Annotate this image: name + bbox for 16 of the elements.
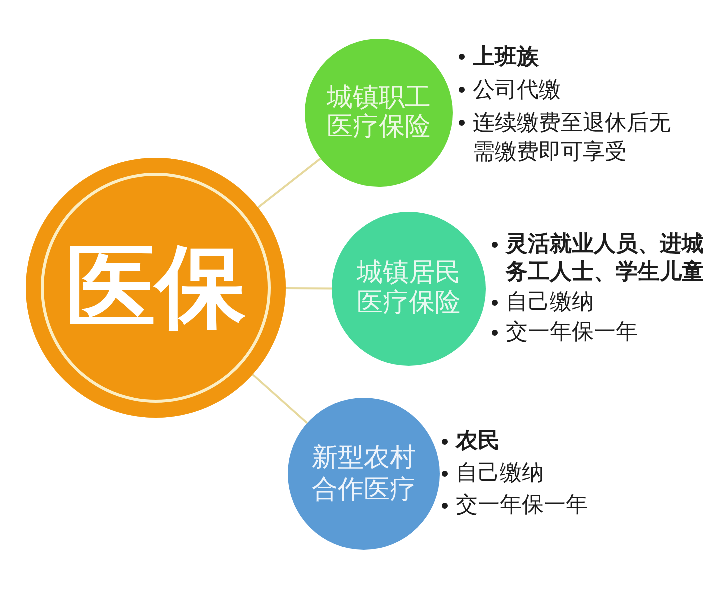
list-item: 自己缴纳 — [456, 460, 544, 488]
category-circle: 城镇居民医疗保险 — [332, 212, 486, 366]
list-item: 自己缴纳 — [506, 289, 594, 317]
center-circle: 医保 — [26, 158, 286, 418]
category-circle: 新型农村合作医疗 — [288, 398, 440, 550]
list-item: 连续缴费至退休后无需缴费即可享受 — [473, 110, 672, 166]
list-item: 上班族 — [473, 44, 539, 72]
list-item: 灵活就业人员、进城务工人士、学生儿童 — [506, 231, 705, 287]
list-item: 交一年保一年 — [456, 492, 588, 520]
list-item: 公司代缴 — [473, 76, 561, 104]
list-item: 农民 — [456, 428, 500, 456]
connector-line — [252, 374, 308, 424]
list-item: 交一年保一年 — [506, 319, 638, 347]
category-circle: 城镇职工医疗保险 — [305, 39, 453, 187]
connector-line — [286, 288, 332, 290]
connector-line — [258, 158, 322, 208]
